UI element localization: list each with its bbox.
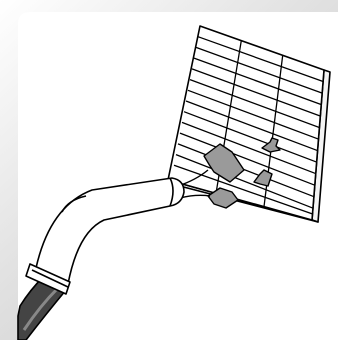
vacuum-hose-icon (17, 177, 185, 340)
arrow-large (203, 143, 245, 183)
airflow-arrow-icon (203, 137, 281, 209)
arrow-bottom (207, 187, 239, 209)
arrow-small-1 (261, 137, 281, 153)
arrow-small-2 (253, 169, 273, 187)
